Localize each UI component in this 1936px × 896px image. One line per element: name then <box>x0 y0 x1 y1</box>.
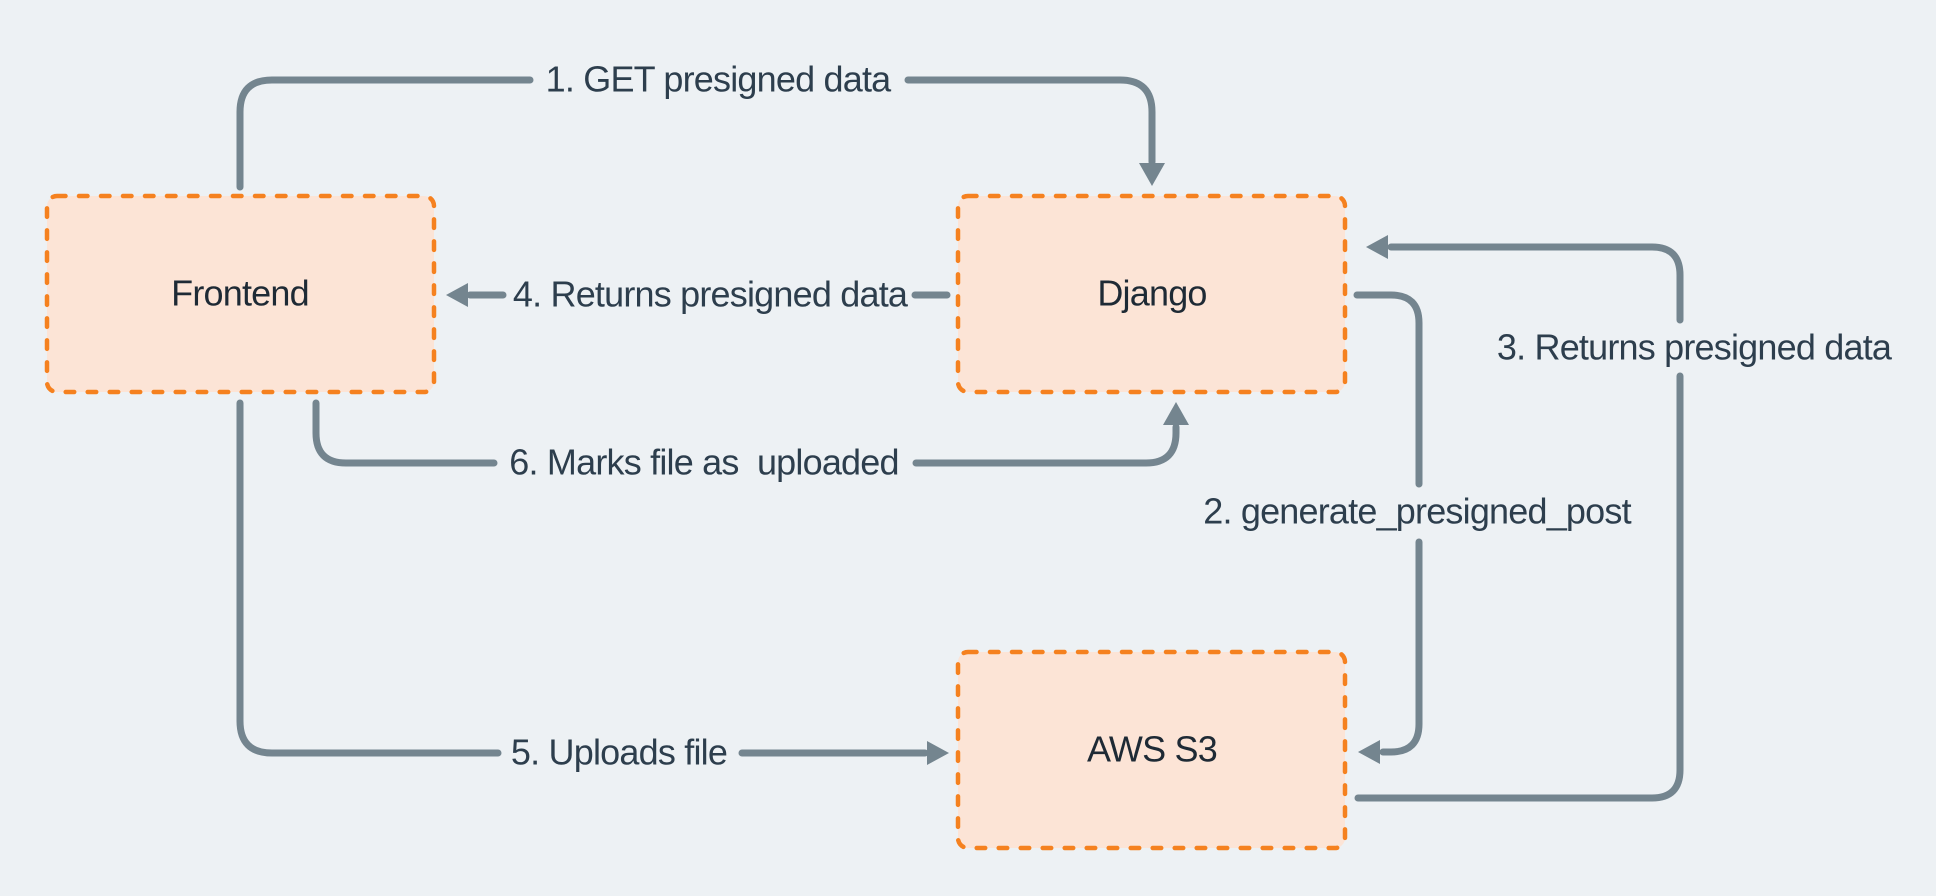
flow-label-5-uploads-file: 5. Uploads file <box>510 731 728 773</box>
arrow-2-head-left-icon <box>1358 740 1380 764</box>
arrow-3-segment-b <box>1387 243 1684 324</box>
arrow-2-segment-b <box>1379 538 1423 756</box>
flow-label-3-returns-presigned-data: 3. Returns presigned data <box>1496 326 1892 368</box>
arrow-5-uploads-file <box>236 399 949 765</box>
arrow-3-segment-a <box>1354 372 1684 802</box>
arrow-4-head-left-icon <box>446 283 468 307</box>
arrow-1-head-down-icon <box>1139 163 1165 186</box>
arrow-6-segment-b <box>912 423 1180 467</box>
node-label-django: Django <box>1097 272 1207 314</box>
flow-label-6-marks-file-uploaded: 6. Marks file as uploaded <box>509 441 899 483</box>
arrow-6-segment-a <box>312 399 498 467</box>
arrow-2-generate-presigned-post <box>1353 291 1423 764</box>
arrow-2-segment-a <box>1353 291 1423 488</box>
node-box-aws-s3[interactable] <box>955 649 1348 851</box>
node-box-django[interactable] <box>955 193 1348 395</box>
node-box-frontend[interactable] <box>44 193 437 395</box>
flow-label-2-generate-presigned-post: 2. generate_presigned_post <box>1203 490 1631 532</box>
arrow-6-marks-file-uploaded <box>312 399 1189 467</box>
arrow-5-segment-a <box>236 399 502 757</box>
arrow-5-head-right-icon <box>927 741 949 765</box>
node-label-aws-s3: AWS S3 <box>1087 728 1218 770</box>
arrow-6-head-up-icon <box>1163 402 1189 425</box>
flow-label-1-get-presigned-data: 1. GET presigned data <box>545 58 892 100</box>
arrow-3-returns-presigned-data <box>1354 235 1684 802</box>
arrow-1-get-presigned-data <box>236 76 1165 191</box>
arrow-1-segment-a <box>236 76 534 191</box>
arrow-4-returns-presigned-data <box>446 283 951 307</box>
arrow-3-head-left-icon <box>1366 235 1388 259</box>
arrow-1-segment-b <box>904 76 1156 166</box>
flow-label-4-returns-presigned-data: 4. Returns presigned data <box>512 273 908 315</box>
node-label-frontend: Frontend <box>171 272 310 314</box>
